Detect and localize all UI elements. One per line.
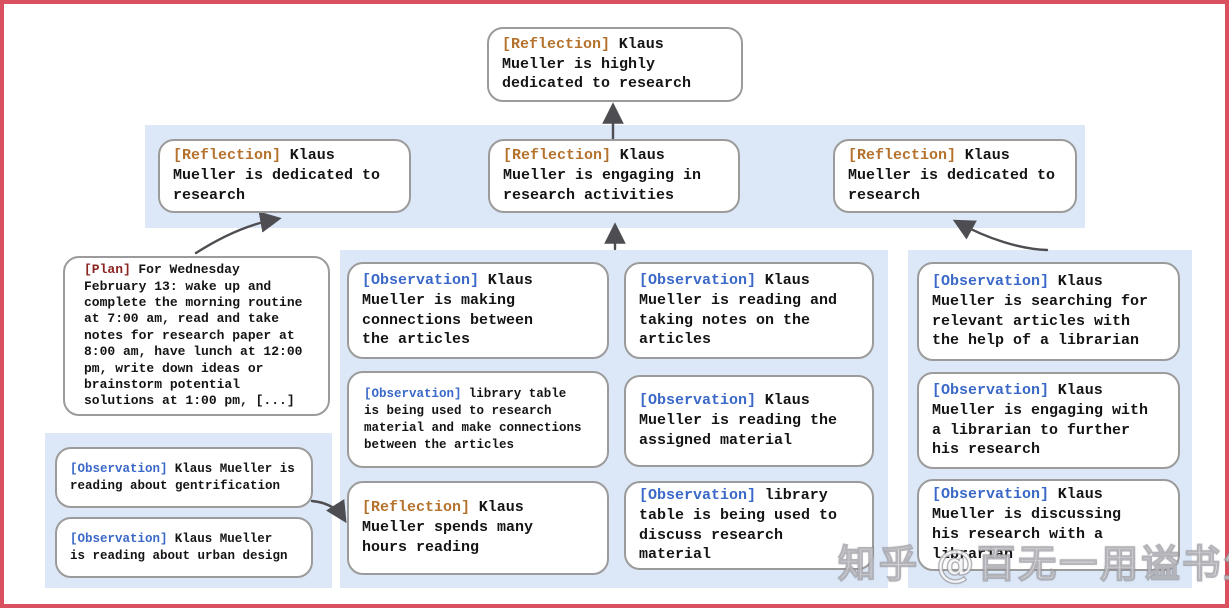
node-reflection-dedicated-left: [Reflection]Klaus Mueller is dedicated t… (158, 139, 411, 213)
reflection-tag: [Reflection] (503, 147, 612, 165)
node-text: Klaus Mueller is reading about urban des… (70, 531, 288, 563)
node-observation-library-table-discuss: [Observation]library table is being used… (624, 481, 874, 570)
reflection-tag: [Reflection] (502, 35, 611, 53)
node-text: Klaus Mueller spends many hours reading (362, 499, 534, 556)
node-reflection-hours-reading: [Reflection]Klaus Mueller spends many ho… (347, 481, 609, 575)
observation-tag: [Observation] (639, 392, 757, 410)
reflection-tag: [Reflection] (173, 147, 282, 165)
reflection-tag: [Reflection] (848, 147, 957, 165)
node-reflection-engaging-activities: [Reflection]Klaus Mueller is engaging in… (488, 139, 740, 213)
node-text: Klaus Mueller is making connections betw… (362, 271, 534, 349)
plan-tag: [Plan] (84, 262, 131, 278)
node-plan-wednesday: [Plan]For Wednesday February 13: wake up… (63, 256, 330, 416)
node-observation-library-table-research: [Observation]library table is being used… (347, 371, 609, 468)
node-reflection-highly-dedicated: [Reflection]Klaus Mueller is highly dedi… (487, 27, 743, 102)
node-text: library table is being used to research … (364, 386, 582, 452)
node-observation-engaging-librarian: [Observation]Klaus Mueller is engaging w… (917, 372, 1180, 469)
node-observation-assigned-material: [Observation]Klaus Mueller is reading th… (624, 375, 874, 467)
observation-tag: [Observation] (70, 461, 168, 476)
observation-tag: [Observation] (932, 486, 1050, 504)
observation-tag: [Observation] (70, 531, 168, 546)
node-text: Klaus Mueller is dedicated to research (848, 147, 1056, 204)
node-text: Klaus Mueller is reading the assigned ma… (639, 392, 838, 449)
node-text: Klaus Mueller is engaging in research ac… (503, 147, 702, 204)
node-text: Klaus Mueller is dedicated to research (173, 147, 381, 204)
observation-tag: [Observation] (639, 271, 757, 289)
observation-tag: [Observation] (932, 272, 1050, 290)
node-text: Klaus Mueller is reading and taking note… (639, 271, 838, 349)
node-observation-urban-design: [Observation]Klaus Mueller is reading ab… (55, 517, 313, 578)
observation-tag: [Observation] (364, 386, 462, 401)
node-text: Klaus Mueller is engaging with a librari… (932, 381, 1149, 459)
node-observation-gentrification: [Observation]Klaus Mueller is reading ab… (55, 447, 313, 508)
watermark-zhihu: 知乎 @百无一用谥书生 (837, 541, 1229, 586)
observation-tag: [Observation] (639, 486, 757, 504)
node-text: library table is being used to discuss r… (639, 486, 838, 564)
node-reflection-dedicated-right: [Reflection]Klaus Mueller is dedicated t… (833, 139, 1077, 213)
observation-tag: [Observation] (362, 271, 480, 289)
reflection-tag: [Reflection] (362, 499, 471, 517)
node-observation-searching-articles: [Observation]Klaus Mueller is searching … (917, 262, 1180, 361)
node-text: For Wednesday February 13: wake up and c… (84, 262, 303, 409)
node-observation-taking-notes: [Observation]Klaus Mueller is reading an… (624, 262, 874, 359)
node-observation-making-connections: [Observation]Klaus Mueller is making con… (347, 262, 609, 359)
node-observation-discussing-research: [Observation]Klaus Mueller is discussing… (917, 479, 1180, 571)
node-text: Klaus Mueller is searching for relevant … (932, 272, 1149, 350)
observation-tag: [Observation] (932, 381, 1050, 399)
node-text: Klaus Mueller is discussing his research… (932, 486, 1122, 563)
node-text: Klaus Mueller is reading about gentrific… (70, 461, 295, 493)
node-text: Klaus Mueller is highly dedicated to res… (502, 35, 692, 93)
